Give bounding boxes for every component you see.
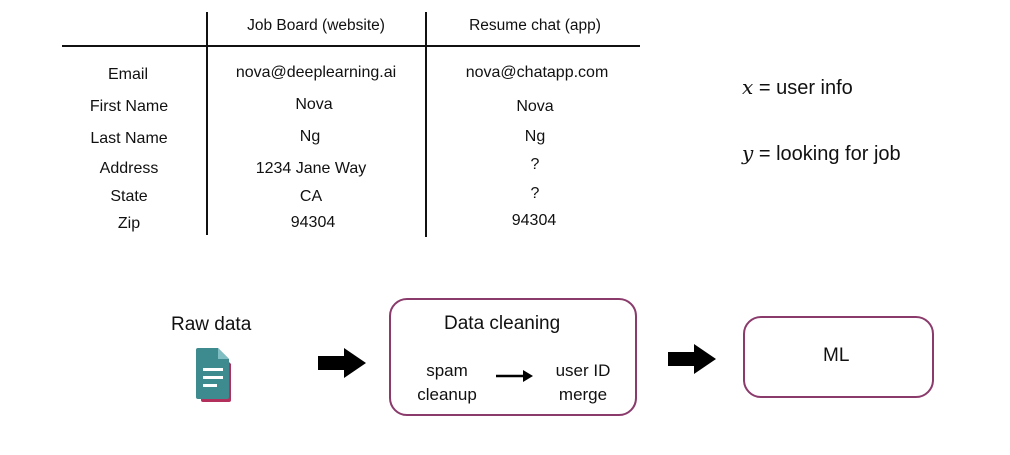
table-cell: Ng [524, 128, 546, 145]
data-cleaning-title: Data cleaning [444, 313, 561, 334]
table-cell: nova@chatapp.com [465, 64, 609, 81]
definition-y-text: = looking for job [758, 143, 901, 165]
table-cell: 94304 [290, 214, 336, 231]
table-column-divider [425, 12, 427, 237]
definition-y: y = looking for job [742, 141, 901, 166]
table-cell: Ng [299, 128, 321, 145]
arrow-right-icon [668, 344, 716, 374]
spam-cleanup-line2: cleanup [417, 385, 477, 404]
ml-box [743, 316, 934, 398]
row-label: State [110, 188, 148, 205]
table-column-divider [206, 12, 208, 235]
row-label: Zip [117, 215, 141, 232]
table-cell: Nova [516, 98, 554, 115]
definition-x: x = user info [742, 75, 853, 100]
table-cell: ? [530, 185, 540, 202]
table-cell: CA [299, 188, 323, 205]
row-label: Address [99, 160, 159, 177]
table-cell: 1234 Jane Way [255, 160, 367, 177]
table-cell: Nova [295, 96, 333, 113]
table-cell: ? [530, 156, 540, 173]
row-label: First Name [89, 98, 169, 115]
user-id-merge-line2: merge [558, 385, 608, 404]
variable-x: x [742, 75, 754, 99]
row-label: Last Name [90, 130, 168, 147]
table-header-rule [62, 45, 640, 47]
user-id-merge-step: user ID merge [543, 359, 623, 407]
column-header-job-board: Job Board (website) [247, 17, 385, 34]
table-cell: nova@deeplearning.ai [235, 64, 397, 81]
arrow-right-icon [496, 370, 533, 382]
table-cell: 94304 [511, 212, 557, 229]
definition-x-text: = user info [758, 77, 853, 99]
data-cleaning-box [389, 298, 637, 416]
spam-cleanup-line1: spam [426, 361, 468, 380]
document-icon [196, 348, 231, 402]
user-id-merge-line1: user ID [555, 361, 611, 380]
row-label: Email [107, 66, 149, 83]
column-header-resume-chat: Resume chat (app) [469, 17, 601, 34]
raw-data-label: Raw data [171, 314, 252, 335]
variable-y: y [742, 141, 754, 165]
spam-cleanup-step: spam cleanup [410, 359, 484, 407]
arrow-right-icon [318, 348, 366, 378]
ml-label: ML [823, 345, 850, 366]
